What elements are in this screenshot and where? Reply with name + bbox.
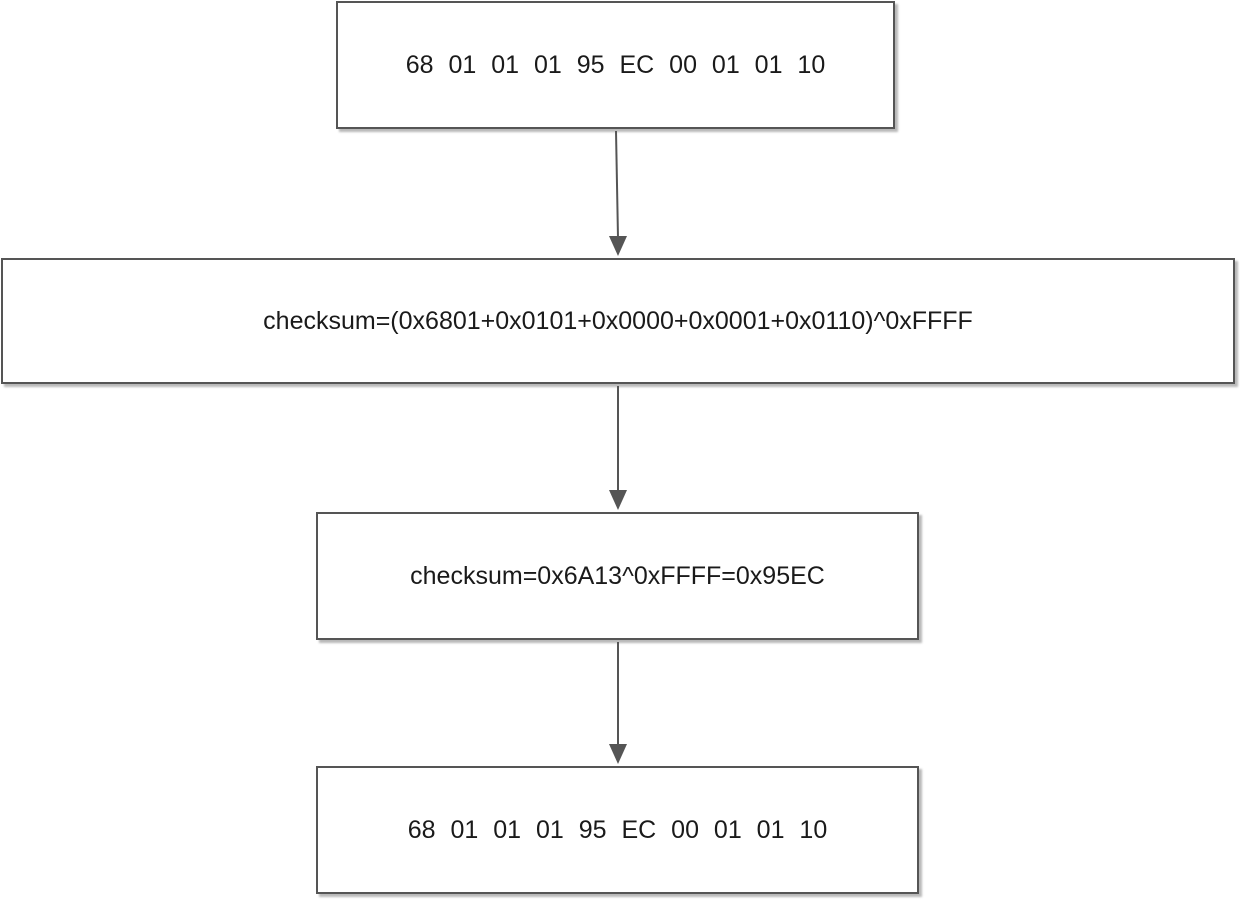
arrow-1-shaft — [615, 130, 619, 239]
arrow-2-head — [609, 490, 627, 510]
flow-box-checksum-result: checksum=0x6A13^0xFFFF=0x95EC — [316, 512, 919, 640]
flow-box-raw-frame-text: 68 01 01 01 95 EC 00 01 01 10 — [405, 50, 826, 79]
flow-box-final-frame-text: 68 01 01 01 95 EC 00 01 01 10 — [407, 815, 828, 844]
flow-box-checksum-formula: checksum=(0x6801+0x0101+0x0000+0x0001+0x… — [1, 258, 1235, 384]
arrow-3-head — [609, 744, 627, 764]
flow-box-raw-frame: 68 01 01 01 95 EC 00 01 01 10 — [336, 1, 895, 129]
flow-box-checksum-formula-text: checksum=(0x6801+0x0101+0x0000+0x0001+0x… — [263, 306, 973, 335]
arrow-1-head — [609, 236, 627, 256]
flow-box-final-frame: 68 01 01 01 95 EC 00 01 01 10 — [316, 766, 919, 894]
flow-box-checksum-result-text: checksum=0x6A13^0xFFFF=0x95EC — [410, 561, 825, 590]
